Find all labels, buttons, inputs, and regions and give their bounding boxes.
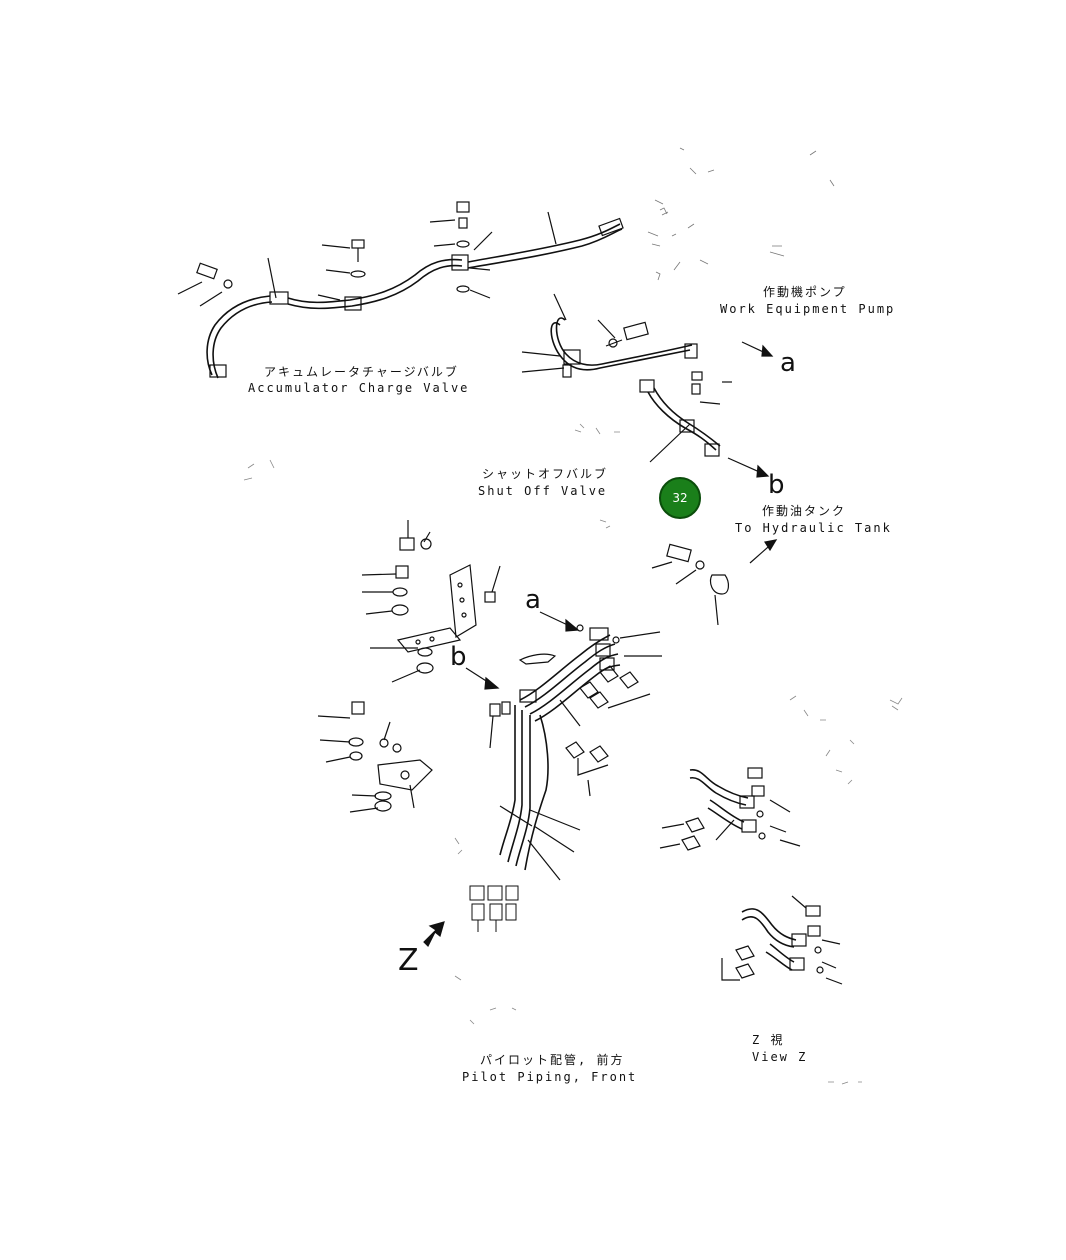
view-z-arrow bbox=[423, 921, 445, 948]
faint-marks bbox=[243, 423, 903, 1085]
shut-off-label-jp: シャットオフバルブ bbox=[482, 467, 609, 481]
mid-right-pipes bbox=[521, 293, 774, 478]
view-z-detail-lower bbox=[721, 895, 843, 985]
pilot-piping-label-jp: パイロット配管, 前方 bbox=[480, 1053, 625, 1067]
pilot-manifold bbox=[469, 885, 519, 932]
view-z-label-jp: Z 視 bbox=[752, 1033, 785, 1047]
pilot-piping-label-en: Pilot Piping, Front bbox=[462, 1070, 638, 1084]
hydraulic-tank-label-en: To Hydraulic Tank bbox=[735, 521, 892, 535]
accumulator-label-en: Accumulator Charge Valve bbox=[248, 381, 470, 395]
mounting-bracket bbox=[361, 520, 501, 683]
work-pump-area bbox=[647, 147, 835, 281]
pointer-letter-a-mid: a bbox=[525, 585, 541, 615]
pointer-letter-a-top: a bbox=[780, 348, 796, 378]
lower-bracket bbox=[317, 701, 433, 813]
pilot-pipe-bundle bbox=[465, 611, 662, 881]
view-z-detail-upper bbox=[659, 767, 801, 851]
pointer-letter-b-mid: b bbox=[450, 642, 467, 672]
accumulator-pipe-assembly bbox=[177, 201, 624, 379]
accumulator-label-jp: アキュムレータチャージバルブ bbox=[264, 365, 459, 379]
tank-clamp bbox=[651, 539, 778, 626]
view-z-letter: Z bbox=[398, 943, 419, 978]
shut-off-label-en: Shut Off Valve bbox=[478, 484, 608, 498]
hydraulic-tank-label-jp: 作動油タンク bbox=[762, 504, 847, 518]
pointer-letter-b-top: b bbox=[768, 470, 785, 500]
work-pump-label-en: Work Equipment Pump bbox=[720, 302, 896, 316]
part-number-callout[interactable]: 32 bbox=[659, 477, 701, 519]
work-pump-label-jp: 作動機ポンプ bbox=[763, 285, 847, 299]
view-z-label-en: View Z bbox=[752, 1050, 808, 1064]
